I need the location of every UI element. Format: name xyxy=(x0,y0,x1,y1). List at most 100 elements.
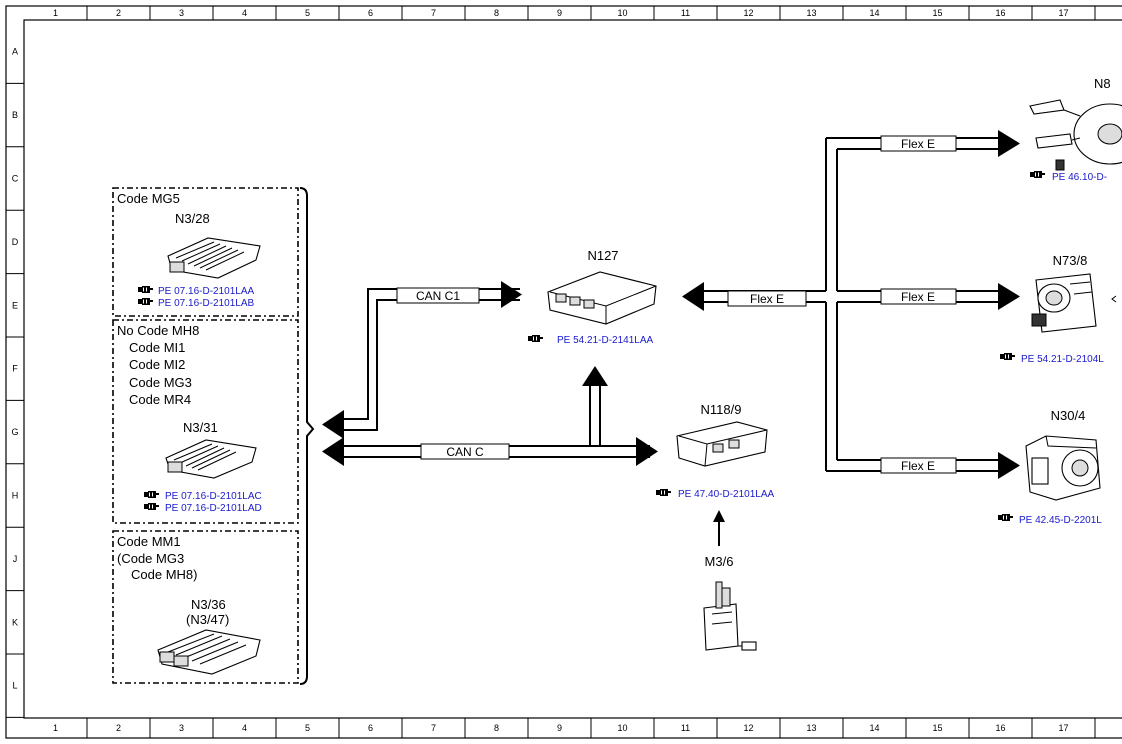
grid-column-label: 9 xyxy=(557,8,562,18)
code-item: Code MI1 xyxy=(129,340,185,355)
pump-motor-icon xyxy=(703,581,757,651)
bus-label: CAN C xyxy=(446,445,484,459)
component-n73-8: N73/8 PE 54.21-D-2104L xyxy=(1000,253,1117,365)
component-m3-6: M3/6 xyxy=(703,554,757,651)
grid-column-label: 5 xyxy=(305,8,310,18)
grid-column-label: 14 xyxy=(869,8,879,18)
code-item: Code MR4 xyxy=(129,392,191,407)
ecu-icon xyxy=(157,629,261,675)
component-label: N30/4 xyxy=(1051,408,1086,423)
grid-row-label: B xyxy=(12,110,18,120)
grid-row-label: D xyxy=(12,237,19,247)
grid-column-label: 7 xyxy=(431,723,436,733)
group-title: Code MM1 xyxy=(117,534,181,549)
control-module-icon xyxy=(547,271,657,325)
grid-column-label: 16 xyxy=(995,723,1005,733)
bus-label: Flex E xyxy=(901,290,935,304)
grid-column-label: 5 xyxy=(305,723,310,733)
grid-column-label: 3 xyxy=(179,723,184,733)
grid-column-label: 11 xyxy=(681,8,690,18)
group-title: No Code MH8 xyxy=(117,323,199,338)
grid-row-label: L xyxy=(12,681,17,691)
component-label: M3/6 xyxy=(705,554,734,569)
grid-column-label: 17 xyxy=(1058,8,1068,18)
grid-column-label: 12 xyxy=(743,8,753,18)
bus-label: CAN C1 xyxy=(416,289,460,303)
component-n118-9: N118/9 PE 47.40-D-2101LAA xyxy=(656,402,775,546)
grid-column-label: 1 xyxy=(53,8,58,18)
component-n8: N8 PE 46.10-D- xyxy=(1029,76,1122,183)
ref-link[interactable]: PE 07.16-D-2101LAD xyxy=(165,503,262,514)
ecu-icon xyxy=(165,439,257,479)
grid-column-label: 4 xyxy=(242,723,247,733)
component-label-n3-31: N3/31 xyxy=(183,420,218,435)
code-item: Code MG3 xyxy=(129,375,192,390)
group-subtitle: (Code MG3 xyxy=(117,551,184,566)
grid-column-label: 2 xyxy=(116,8,121,18)
component-label-n3-47: (N3/47) xyxy=(186,612,229,627)
grid-column-label: 7 xyxy=(431,8,436,18)
grid-column-label: 10 xyxy=(617,8,627,18)
code-item: Code MI2 xyxy=(129,357,185,372)
group-subtitle: Code MH8) xyxy=(131,567,197,582)
ref-link[interactable]: PE 07.16-D-2101LAC xyxy=(165,491,262,502)
component-label-n3-36: N3/36 xyxy=(191,597,226,612)
component-label: N8 xyxy=(1094,76,1111,91)
grid-row-label: F xyxy=(12,364,18,374)
bus-label: Flex E xyxy=(750,292,784,306)
grid-column-label: 1 xyxy=(53,723,58,733)
grid-column-label: 8 xyxy=(494,8,499,18)
ref-link[interactable]: PE 46.10-D- xyxy=(1052,172,1107,183)
ref-link[interactable]: PE 07.16-D-2101LAB xyxy=(158,298,255,309)
ref-link[interactable]: PE 47.40-D-2101LAA xyxy=(678,489,775,500)
grid-column-label: 15 xyxy=(932,723,942,733)
grid-column-label: 10 xyxy=(617,723,627,733)
bus-can-c1: CAN C1 xyxy=(322,281,522,439)
component-label: N73/8 xyxy=(1053,253,1088,268)
grid-row-label: G xyxy=(11,427,18,437)
grid-row-label: K xyxy=(12,617,18,627)
ref-link[interactable]: PE 54.21-D-2141LAA xyxy=(557,335,654,346)
grid-row-label: A xyxy=(12,47,18,57)
group-title: Code MG5 xyxy=(117,191,180,206)
bus-flex-e: Flex E Flex E Flex E Flex E xyxy=(682,130,1020,479)
grid-column-label: 8 xyxy=(494,723,499,733)
ref-link[interactable]: PE 42.45-D-2201L xyxy=(1019,515,1102,526)
component-label: N127 xyxy=(587,248,618,263)
group-brace xyxy=(299,187,315,685)
grid-column-label: 6 xyxy=(368,723,373,733)
ref-link[interactable]: PE 07.16-D-2101LAA xyxy=(158,286,255,297)
component-n127: N127 PE 54.21-D-2141LAA xyxy=(528,248,657,346)
group-code-mm1: Code MM1 (Code MG3 Code MH8) N3/36 (N3/4… xyxy=(112,530,299,684)
grid-column-label: 2 xyxy=(116,723,121,733)
ecu-icon xyxy=(167,237,261,279)
group-code-mg5: Code MG5 N3/28 PE 07.16-D-2101LAA PE 07.… xyxy=(112,187,299,317)
grid-column-label: 6 xyxy=(368,8,373,18)
grid-column-label: 12 xyxy=(743,723,753,733)
grid-column-label: 15 xyxy=(932,8,942,18)
component-label-n3-28: N3/28 xyxy=(175,211,210,226)
grid-column-label: 4 xyxy=(242,8,247,18)
ref-link[interactable]: PE 54.21-D-2104L xyxy=(1021,354,1104,365)
grid-column-label: 3 xyxy=(179,8,184,18)
grid-row-label: E xyxy=(12,300,18,310)
bus-label: Flex E xyxy=(901,459,935,473)
grid-column-label: 13 xyxy=(806,8,816,18)
group-no-code-mh8: No Code MH8 Code MI1 Code MI2 Code MG3 C… xyxy=(112,319,299,524)
bus-can-c: CAN C xyxy=(322,366,658,466)
grid-row-label: C xyxy=(12,174,19,184)
grid-row-label: H xyxy=(12,491,19,501)
bus-label: Flex E xyxy=(901,137,935,151)
grid-column-label: 16 xyxy=(995,8,1005,18)
grid-row-label: J xyxy=(13,554,18,564)
grid-column-label: 17 xyxy=(1058,723,1068,733)
component-label: N118/9 xyxy=(701,402,742,417)
grid-column-label: 9 xyxy=(557,723,562,733)
ignition-switch-icon xyxy=(1031,273,1097,333)
grid-row-ruler-left: A B C D E F G H J K L xyxy=(6,47,24,718)
control-module-icon xyxy=(676,421,768,467)
